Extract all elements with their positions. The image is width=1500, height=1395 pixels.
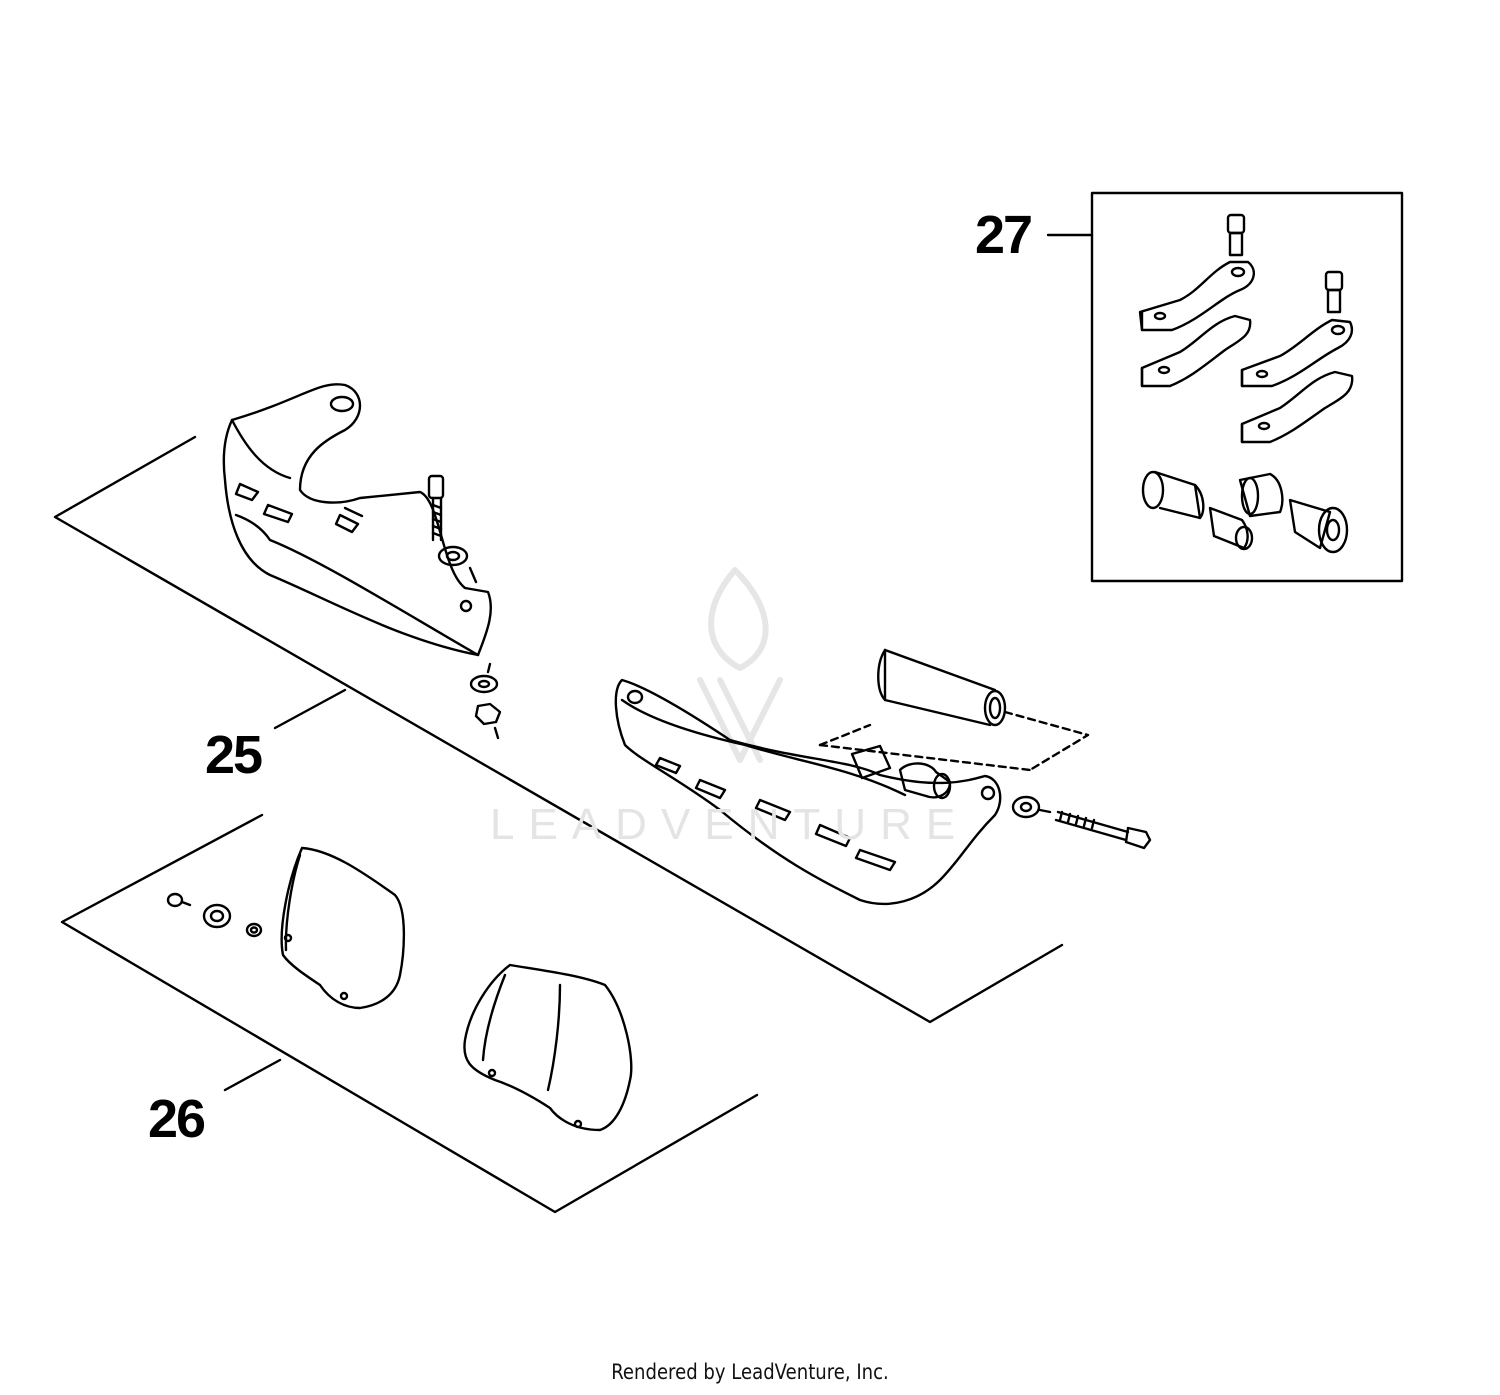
clamp-lower-1 <box>1140 314 1252 388</box>
bar-insert-left <box>1208 506 1254 551</box>
right-bolt-set <box>1011 795 1152 850</box>
footer-credit: Rendered by LeadVenture, Inc. <box>611 1360 889 1384</box>
leader-line-25 <box>273 688 347 730</box>
leader-line-26 <box>223 1058 282 1092</box>
group-27-box <box>1090 191 1404 583</box>
clamp-upper-1 <box>1138 260 1256 332</box>
left-hand-shield <box>280 846 406 1010</box>
right-handguard <box>614 678 1002 906</box>
handlebar-stub <box>818 648 1090 800</box>
right-hand-shield <box>463 963 633 1132</box>
clamp-bolt-1 <box>1226 213 1246 257</box>
bar-end-plug-right <box>1288 498 1349 554</box>
clamp-lower-2 <box>1240 370 1354 444</box>
clamp-upper-2 <box>1240 318 1354 388</box>
bar-end-plug-left <box>1141 470 1205 520</box>
group-25-outline <box>53 435 1064 1024</box>
bar-insert-right <box>1238 472 1284 518</box>
callout-26: 26 <box>148 1089 206 1149</box>
clamp-bolt-2 <box>1324 270 1344 314</box>
left-bolt-set <box>427 474 502 740</box>
callout-27: 27 <box>975 205 1033 265</box>
watermark-text: LEADVENTURE <box>490 800 970 849</box>
watermark-logo-icon <box>697 567 783 763</box>
left-handguard <box>222 383 492 657</box>
shield-fasteners <box>166 892 263 938</box>
callout-25: 25 <box>205 725 263 785</box>
group-26-outline <box>60 813 759 1214</box>
